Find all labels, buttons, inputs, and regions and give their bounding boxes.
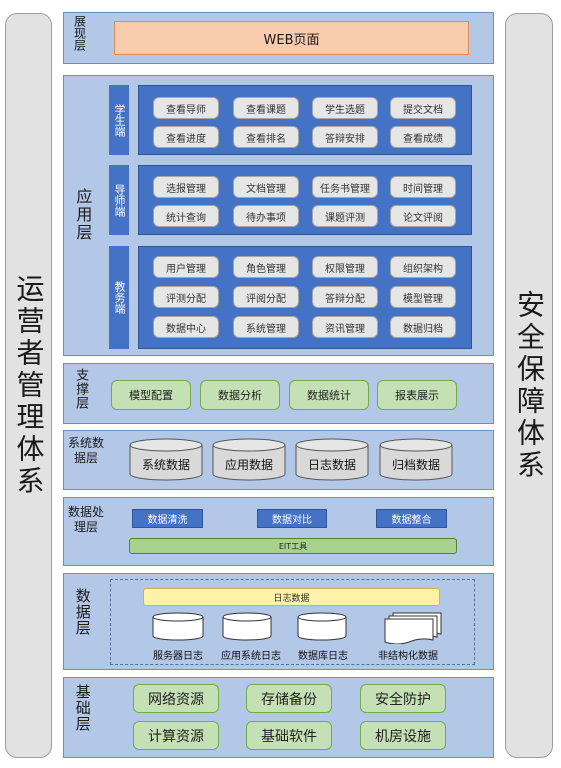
database-cylinder: 归档数据 — [379, 438, 453, 482]
student-side-tag: 学生端 — [109, 85, 129, 155]
processing-chip: 数据对比 — [257, 509, 327, 528]
data-layer: 数据层 日志数据 服务器日志 应用系统日志 数据库日志 非结构化数据 — [63, 573, 494, 670]
operations-management-pillar: 运营者管理体系 — [5, 13, 52, 758]
support-item: 数据统计 — [289, 380, 369, 410]
app-item: 角色管理 — [233, 256, 299, 278]
app-item: 时间管理 — [390, 176, 456, 198]
data-processing-layer: 数据处理层 数据清洗 数据对比 数据整合 EIT工具 — [63, 497, 494, 566]
app-item: 文档管理 — [233, 176, 299, 198]
student-side-panel: 查看导师 查看课题 学生选题 提交文档 查看进度 查看排名 答辩安排 查看成绩 — [138, 85, 472, 155]
security-assurance-pillar: 安全保障体系 — [505, 13, 553, 758]
db-log-cylinder — [297, 612, 347, 642]
presentation-layer-label: 展现层 — [72, 15, 87, 51]
app-item: 论文评阅 — [390, 205, 456, 227]
app-item: 资讯管理 — [312, 316, 378, 338]
app-item: 用户管理 — [153, 256, 219, 278]
app-item: 数据中心 — [153, 316, 219, 338]
app-item: 统计查询 — [153, 205, 219, 227]
document-stack-icon — [384, 612, 442, 644]
app-item: 答辩安排 — [312, 126, 378, 148]
infra-item: 存储备份 — [246, 684, 332, 713]
data-layer-label: 数据层 — [73, 588, 92, 636]
system-data-layer: 系统数据层 系统数据 应用数据 日志数据 归档数据 — [63, 430, 494, 490]
app-item: 学生选题 — [312, 97, 378, 119]
database-cylinder: 系统数据 — [129, 438, 203, 482]
data-source-label: 应用系统日志 — [221, 651, 281, 662]
data-processing-layer-label: 数据处理层 — [68, 505, 105, 534]
infrastructure-layer: 基础层 网络资源 存储备份 安全防护 计算资源 基础软件 机房设施 — [63, 677, 494, 758]
app-item: 课题评测 — [312, 205, 378, 227]
app-item: 评阅分配 — [233, 286, 299, 308]
processing-chip: 数据清洗 — [132, 509, 203, 528]
web-page-box: WEB页面 — [114, 21, 469, 55]
support-layer-label: 支撑层 — [73, 368, 89, 410]
app-item: 系统管理 — [233, 316, 299, 338]
admin-side-panel: 用户管理 角色管理 权限管理 组织架构 评测分配 评阅分配 答辩分配 模型管理 … — [138, 246, 472, 349]
app-item: 待办事项 — [233, 205, 299, 227]
log-data-bar: 日志数据 — [143, 588, 440, 606]
data-source-label: 非结构化数据 — [378, 651, 438, 662]
app-item: 选报管理 — [153, 176, 219, 198]
infra-item: 安全防护 — [360, 684, 446, 713]
app-item: 查看课题 — [233, 97, 299, 119]
cylinder-label: 应用数据 — [224, 458, 273, 472]
app-item: 评测分配 — [153, 286, 219, 308]
app-item: 查看进度 — [153, 126, 219, 148]
system-data-layer-label: 系统数据层 — [68, 436, 105, 465]
data-source-label: 服务器日志 — [153, 651, 203, 662]
operations-management-label: 运营者管理体系 — [12, 273, 46, 498]
presentation-layer: 展现层 WEB页面 — [63, 12, 494, 64]
app-item: 权限管理 — [312, 256, 378, 278]
server-log-cylinder — [152, 612, 204, 642]
support-item: 数据分析 — [200, 380, 280, 410]
security-assurance-label: 安全保障体系 — [513, 289, 546, 482]
database-cylinder: 日志数据 — [295, 438, 369, 482]
database-cylinder: 应用数据 — [212, 438, 286, 482]
cylinder-label: 日志数据 — [307, 458, 356, 472]
log-source-group — [110, 579, 475, 665]
support-item: 模型配置 — [111, 380, 191, 410]
infra-item: 计算资源 — [133, 721, 219, 750]
app-item: 查看成绩 — [390, 126, 456, 148]
processing-chip: 数据整合 — [376, 509, 447, 528]
admin-side-tag: 教务端 — [109, 246, 129, 349]
app-log-cylinder — [222, 612, 272, 642]
infra-item: 机房设施 — [360, 721, 446, 750]
app-item: 答辩分配 — [312, 286, 378, 308]
app-item: 模型管理 — [390, 286, 456, 308]
teacher-side-panel: 选报管理 文档管理 任务书管理 时间管理 统计查询 待办事项 课题评测 论文评阅 — [138, 165, 472, 235]
application-layer-label: 应用层 — [73, 188, 93, 242]
infrastructure-layer-label: 基础层 — [73, 684, 92, 732]
teacher-side-tag: 导师端 — [109, 165, 129, 235]
app-item: 组织架构 — [390, 256, 456, 278]
cylinder-label: 归档数据 — [391, 458, 440, 472]
app-item: 任务书管理 — [312, 176, 378, 198]
support-item: 报表展示 — [377, 380, 457, 410]
app-item: 数据归档 — [390, 316, 456, 338]
app-item: 查看排名 — [233, 126, 299, 148]
data-source-label: 数据库日志 — [298, 651, 348, 662]
app-item: 查看导师 — [153, 97, 219, 119]
application-layer: 应用层 学生端 查看导师 查看课题 学生选题 提交文档 查看进度 查看排名 答辩… — [63, 75, 494, 356]
infra-item: 网络资源 — [133, 684, 219, 713]
app-item: 提交文档 — [390, 97, 456, 119]
cylinder-label: 系统数据 — [141, 458, 190, 472]
etl-tool-bar: EIT工具 — [129, 538, 457, 554]
infra-item: 基础软件 — [246, 721, 332, 750]
support-layer: 支撑层 模型配置 数据分析 数据统计 报表展示 — [63, 363, 494, 424]
